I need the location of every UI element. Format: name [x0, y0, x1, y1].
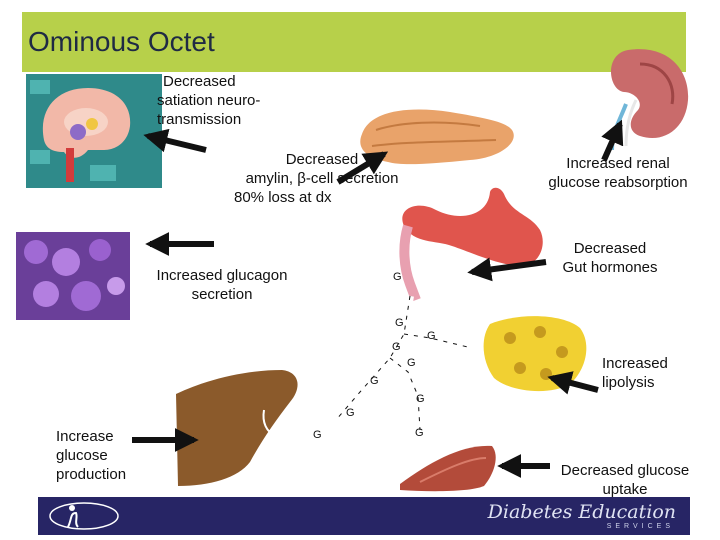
glucose-marker: G: [346, 407, 355, 419]
footer-brand-sub: SERVICES: [606, 523, 674, 530]
label-line: Decreased: [163, 73, 236, 90]
title-bar: Ominous Octet: [22, 12, 686, 72]
kidney-image: [610, 49, 689, 151]
label-uptake: Decreased glucose uptake: [548, 461, 702, 499]
label-renal: Increased renal glucose reabsorption: [532, 154, 704, 192]
label-line: Gut hormones: [562, 259, 658, 276]
label-line: uptake: [602, 481, 648, 498]
glucose-marker: G: [392, 341, 401, 353]
label-line: lipolysis: [602, 374, 655, 391]
label-glucagon: Increased glucagon secretion: [140, 266, 304, 304]
footer-brand: Diabetes Education: [487, 501, 676, 523]
label-line: production: [56, 466, 127, 483]
label-line: glucose: [56, 447, 108, 464]
footer-bar: Diabetes Education SERVICES: [38, 497, 690, 535]
arrow-gut: [467, 257, 547, 282]
arrow-lipolysis: [547, 371, 599, 395]
label-line: 80% loss at dx: [234, 189, 332, 206]
footer-logo-icon: [49, 502, 119, 530]
label-amylin: Decreased amylin, β-cell secretion 80% l…: [232, 150, 412, 207]
glucose-marker: G: [407, 357, 416, 369]
glucose-marker: G: [370, 375, 379, 387]
glucose-marker: G: [313, 429, 322, 441]
liver-image: [176, 370, 298, 486]
label-line: Increased renal: [566, 155, 670, 172]
label-line: Increased: [602, 355, 668, 372]
label-line: Increased glucagon: [156, 267, 288, 284]
arrows: [132, 119, 624, 478]
arrow-renal: [601, 119, 624, 162]
brain-image: [26, 74, 162, 188]
stomach-image: [399, 187, 543, 302]
label-gut: Decreased Gut hormones: [540, 239, 680, 277]
blood-vessels: [332, 295, 473, 431]
glucose-marker: G: [415, 427, 424, 439]
label-lipolysis: Increased lipolysis: [602, 354, 668, 392]
label-line: Decreased: [285, 151, 359, 168]
glucose-marker: G: [427, 330, 436, 342]
arrow-satiation: [143, 128, 207, 153]
label-line: secretion: [191, 286, 253, 303]
label-line: Decreased: [573, 240, 647, 257]
page-title: Ominous Octet: [28, 26, 215, 57]
pancreas-image: [360, 109, 514, 165]
label-line: satiation neuro-: [157, 92, 261, 109]
glucose-marker: G: [395, 317, 404, 329]
muscle-image: [400, 445, 496, 492]
alpha-cells-image: [16, 232, 130, 320]
arrow-amylin: [336, 151, 389, 185]
glucose-marker: G: [416, 393, 425, 405]
label-line: Increase: [56, 428, 114, 445]
label-satiation: Decreased satiation neuro- transmission: [157, 72, 260, 129]
glucose-marker: G: [393, 271, 402, 283]
label-hepatic: Increase glucose production: [56, 427, 126, 484]
label-line: Decreased glucose: [560, 462, 690, 479]
label-line: glucose reabsorption: [548, 174, 688, 191]
label-line: transmission: [157, 111, 242, 128]
label-line: amylin, β-cell secretion: [245, 170, 399, 187]
